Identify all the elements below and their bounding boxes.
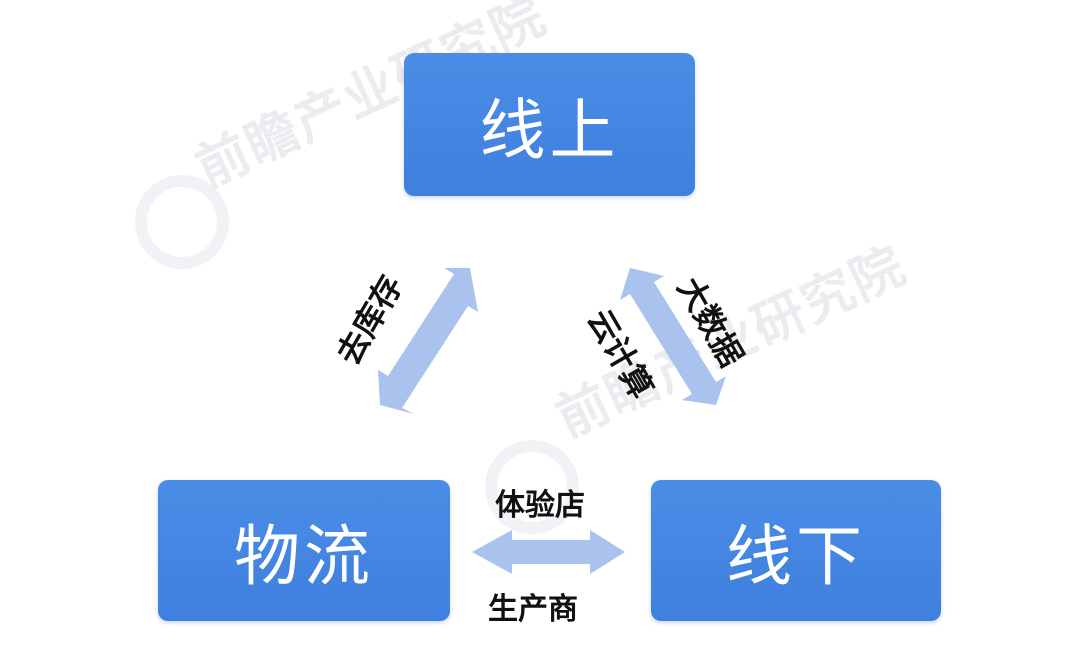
node-online: 线上 (404, 53, 695, 196)
node-logistics: 物流 (158, 480, 450, 621)
arrow-top-left (378, 268, 478, 414)
node-offline: 线下 (651, 480, 941, 621)
arrow-top-right (620, 268, 726, 405)
node-offline-label: 线下 (726, 517, 866, 595)
edge-label-experience-store: 体验店 (495, 488, 585, 523)
node-online-label: 线上 (479, 91, 620, 169)
node-logistics-label: 物流 (234, 517, 374, 595)
arrow-bottom (472, 530, 625, 574)
edge-label-manufacturer: 生产商 (488, 592, 578, 627)
